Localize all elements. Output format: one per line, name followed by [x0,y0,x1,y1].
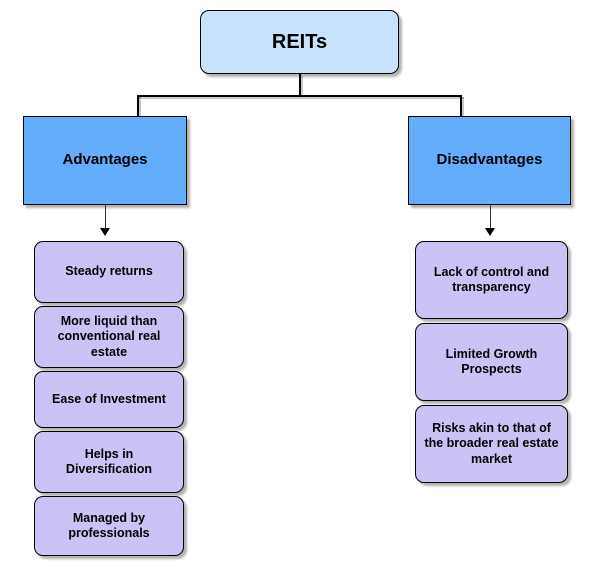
leaf-advantages-2: More liquid than conventional real estat… [34,306,184,368]
leaf-disadvantages-3: Risks akin to that of the broader real e… [415,405,568,483]
node-reits-label: REITs [271,30,328,53]
node-disadvantages: Disadvantages [408,116,571,205]
connector-bracket [137,95,462,97]
leaf-disadvantages-2-label: Limited Growth Prospects [445,346,538,376]
leaf-disadvantages-3-label: Risks akin to that of the broader real e… [424,421,559,466]
leaf-disadvantages-1: Lack of control and transparency [415,241,568,319]
arrow-disadvantages-line [490,205,491,231]
arrow-advantages-line [105,205,106,231]
connector-right-leg-shadow [462,97,464,119]
node-reits: REITs [200,10,399,74]
arrow-disadvantages-head [485,228,495,236]
leaf-disadvantages-2: Limited Growth Prospects [415,323,568,401]
connector-bracket-shadow [139,97,464,99]
leaf-advantages-4: Helps in Diversification [34,431,184,493]
leaf-disadvantages-1-label: Lack of control and transparency [433,264,550,294]
node-advantages: Advantages [23,116,187,205]
connector-left-leg-shadow [139,97,141,119]
leaf-advantages-5-label: Managed by professionals [68,510,150,540]
node-disadvantages-label: Disadvantages [436,151,543,169]
leaf-advantages-1: Steady returns [34,241,184,303]
leaf-advantages-5: Managed by professionals [34,496,184,556]
leaf-advantages-2-label: More liquid than conventional real estat… [57,314,161,359]
arrow-advantages-head [100,228,110,236]
connector-root-stem-shadow [301,76,303,96]
leaf-advantages-1-label: Steady returns [65,264,153,279]
connector-left-leg [137,95,139,117]
connector-root-stem [299,74,301,95]
node-advantages-label: Advantages [62,151,148,169]
leaf-advantages-3: Ease of Investment [34,371,184,428]
leaf-advantages-4-label: Helps in Diversification [65,446,153,476]
connector-right-leg [460,95,462,117]
leaf-advantages-3-label: Ease of Investment [52,391,166,406]
